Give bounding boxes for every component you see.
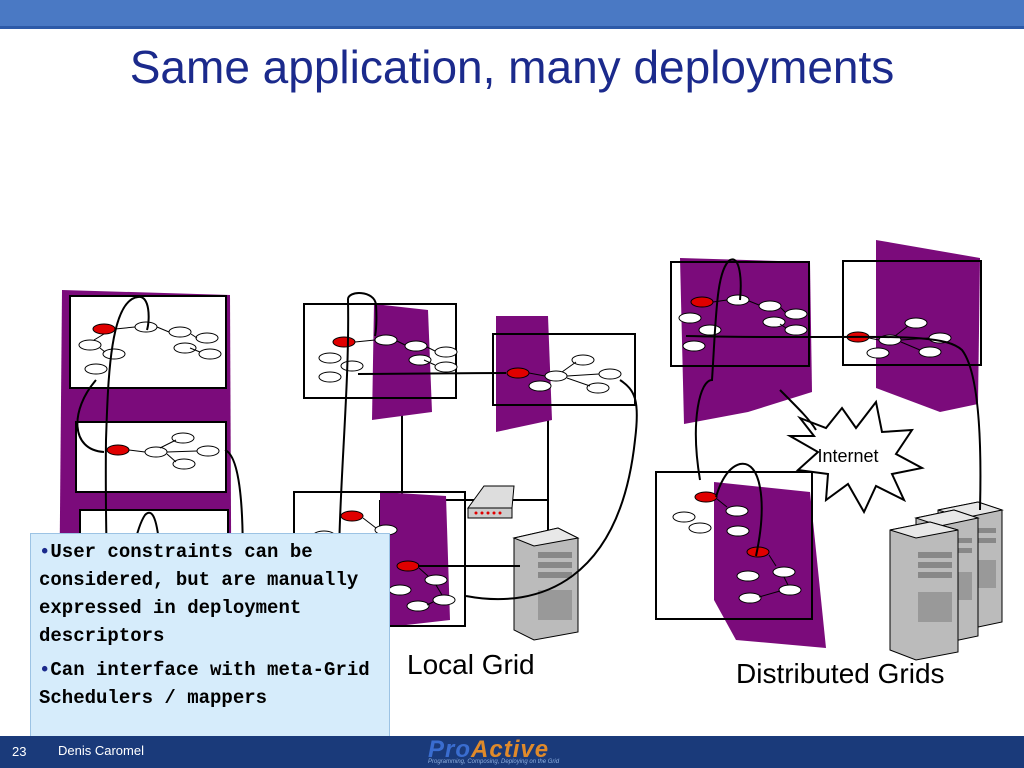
bullet-glyph: • xyxy=(39,541,51,563)
distributed-grids-label: Distributed Grids xyxy=(736,658,945,689)
callout-bullet-text: Can interface with meta-Grid Schedulers … xyxy=(39,659,370,709)
server-tower-icon xyxy=(512,527,580,641)
local-grid-label: Local Grid xyxy=(407,649,535,680)
callout-bullet-list: •User constraints can be considered, but… xyxy=(39,538,381,712)
logo-tagline: Programming, Composing, Deploying on the… xyxy=(428,759,560,765)
server-cluster-icon xyxy=(889,501,1004,661)
callout-bullet: •Can interface with meta-Grid Schedulers… xyxy=(39,656,381,712)
network-switch-icon xyxy=(467,485,515,519)
page-number: 23 xyxy=(12,744,27,759)
internet-burst-icon: Internet xyxy=(786,399,925,515)
proactive-logo: ProActive xyxy=(428,736,549,764)
callout-bullet: •User constraints can be considered, but… xyxy=(39,538,381,650)
header-bar xyxy=(0,0,1024,29)
internet-label: Internet xyxy=(817,446,878,466)
footer-author: Denis Caromel xyxy=(58,743,144,758)
constraints-callout: •User constraints can be considered, but… xyxy=(30,533,390,743)
footer-bar xyxy=(0,736,1024,768)
bullet-glyph: • xyxy=(39,659,51,681)
slide-title: Same application, many deployments xyxy=(129,41,895,93)
logo-pro: Pro xyxy=(428,736,472,763)
logo-active: Active xyxy=(471,736,550,763)
callout-bullet-text: User constraints can be considered, but … xyxy=(39,541,359,647)
distributed-grids: Internet xyxy=(655,240,1004,661)
